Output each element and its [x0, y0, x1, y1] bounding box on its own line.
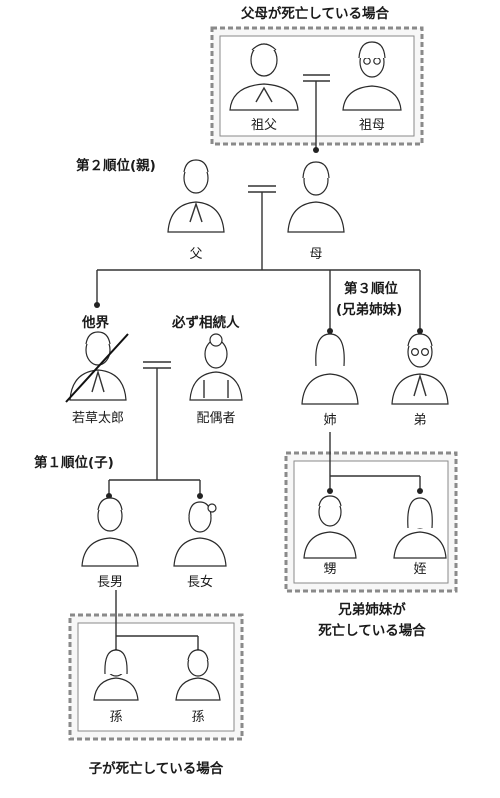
label-deceased: 若草太郎: [72, 410, 124, 426]
rank1-label: 第１順位(子): [34, 454, 114, 471]
label-spouse: 配偶者: [196, 411, 235, 426]
grandchildren-box: [68, 613, 244, 741]
niece-figure-icon: [393, 497, 447, 559]
person-nephew: 甥: [303, 495, 357, 577]
person-eldest-daughter: 長女: [173, 501, 227, 590]
label-nephew: 甥: [323, 562, 336, 577]
person-deceased: 若草太郎: [65, 331, 129, 426]
grandparents-box: [210, 26, 424, 146]
boy-figure-icon: [81, 497, 139, 567]
label-younger-brother: 弟: [413, 413, 426, 428]
person-grandmother: 祖母: [342, 41, 402, 133]
child-deceased-label: 子が死亡している場合: [89, 760, 224, 777]
label-father: 父: [189, 247, 202, 262]
other-world-label: 他界: [81, 314, 109, 331]
person-spouse: 配偶者: [189, 333, 243, 426]
label-grandfather: 祖父: [251, 118, 277, 133]
label-eldest-son: 長男: [97, 575, 123, 590]
young-woman-figure-icon: [301, 333, 359, 405]
young-man-glasses-figure-icon: [391, 333, 449, 405]
person-younger-brother: 弟: [391, 333, 449, 428]
label-mother: 母: [309, 247, 322, 262]
person-father: 父: [167, 159, 225, 262]
siblings-deceased-label-line2: 死亡している場合: [317, 622, 426, 639]
marriage-symbol-parents: [248, 185, 276, 193]
nephew-niece-box: [284, 451, 458, 593]
label-grandmother: 祖母: [359, 118, 385, 133]
person-elder-sister: 姉: [301, 333, 359, 428]
person-mother: 母: [287, 161, 345, 262]
label-elder-sister: 姉: [323, 413, 336, 428]
rank3-label-line1: 第３順位: [344, 280, 398, 297]
elderly-woman-figure-icon: [342, 41, 402, 111]
marriage-symbol-self: [143, 361, 171, 369]
person-niece: 姪: [393, 497, 447, 577]
man-suit-figure-icon: [167, 159, 225, 233]
person-grandchild-2: 孫: [175, 649, 221, 725]
label-eldest-daughter: 長女: [187, 574, 213, 590]
woman-apron-figure-icon: [189, 333, 243, 401]
nephew-figure-icon: [303, 495, 357, 559]
always-heir-label: 必ず相続人: [171, 314, 240, 331]
grandchild-girl-figure-icon: [93, 649, 139, 701]
label-grandchild-1: 孫: [109, 710, 122, 725]
person-grandfather: 祖父: [229, 43, 299, 133]
grandparents-deceased-label: 父母が死亡している場合: [240, 5, 390, 22]
person-grandchild-1: 孫: [93, 649, 139, 725]
deceased-man-figure-icon: [69, 331, 127, 401]
rank2-label: 第２順位(親): [76, 157, 156, 174]
person-eldest-son: 長男: [81, 497, 139, 590]
grandchild-boy-figure-icon: [175, 649, 221, 701]
label-grandchild-2: 孫: [191, 710, 204, 725]
elderly-man-figure-icon: [229, 43, 299, 111]
siblings-deceased-label-line1: 兄弟姉妹が: [337, 601, 406, 618]
girl-figure-icon: [173, 501, 227, 567]
rank3-label-line2: (兄弟姉妹): [336, 301, 402, 318]
label-niece: 姪: [413, 562, 426, 577]
deceased-cross-mark: [65, 333, 129, 403]
woman-figure-icon: [287, 161, 345, 233]
